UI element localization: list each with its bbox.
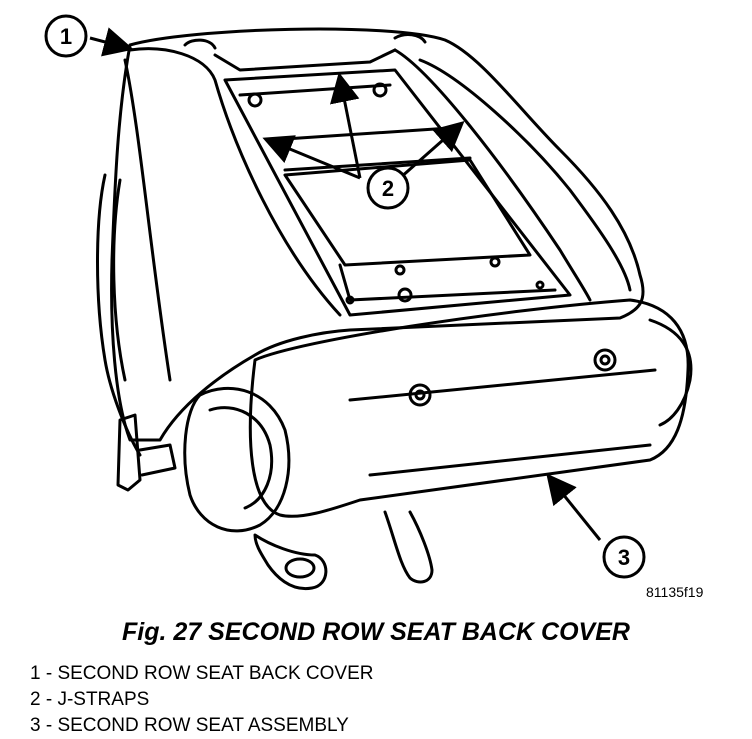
- seat-cushion-left-end: [183, 386, 291, 533]
- seat-cushion-body: [248, 298, 690, 518]
- seat-back-cover-illustration: 1 2 3: [44, 14, 693, 591]
- figure-id: 81135f19: [646, 584, 704, 600]
- callout-2-number: 2: [382, 176, 394, 201]
- recliner-bracket: [116, 413, 142, 492]
- callout-1: 1: [44, 14, 88, 58]
- seat-back-outline: [110, 27, 645, 442]
- right-bolster: [418, 58, 632, 292]
- figure-caption: Fig. 27 SECOND ROW SEAT BACK COVER: [122, 618, 630, 646]
- legend-item: 3 - SECOND ROW SEAT ASSEMBLY: [30, 715, 349, 736]
- left-bolster: [128, 47, 342, 317]
- callout-2-leader-c: [399, 121, 465, 180]
- callout-2: 2: [366, 166, 410, 210]
- callout-3-number: 3: [618, 545, 630, 570]
- callout-2-leader-b: [262, 135, 361, 180]
- callout-3-leader: [546, 473, 602, 541]
- legend: 1 - SECOND ROW SEAT BACK COVER 2 - J-STR…: [30, 661, 373, 739]
- legend-item: 1 - SECOND ROW SEAT BACK COVER: [30, 663, 374, 684]
- center-panel: [283, 158, 532, 267]
- callout-1-leader: [89, 27, 134, 57]
- callout-1-number: 1: [60, 24, 72, 49]
- callout-3: 3: [602, 535, 646, 579]
- legend-item: 2 - J-STRAPS: [30, 689, 150, 710]
- seat-leg-left: [253, 533, 328, 591]
- seat-leg-right: [383, 510, 434, 584]
- callout-2-leader-a: [329, 72, 362, 179]
